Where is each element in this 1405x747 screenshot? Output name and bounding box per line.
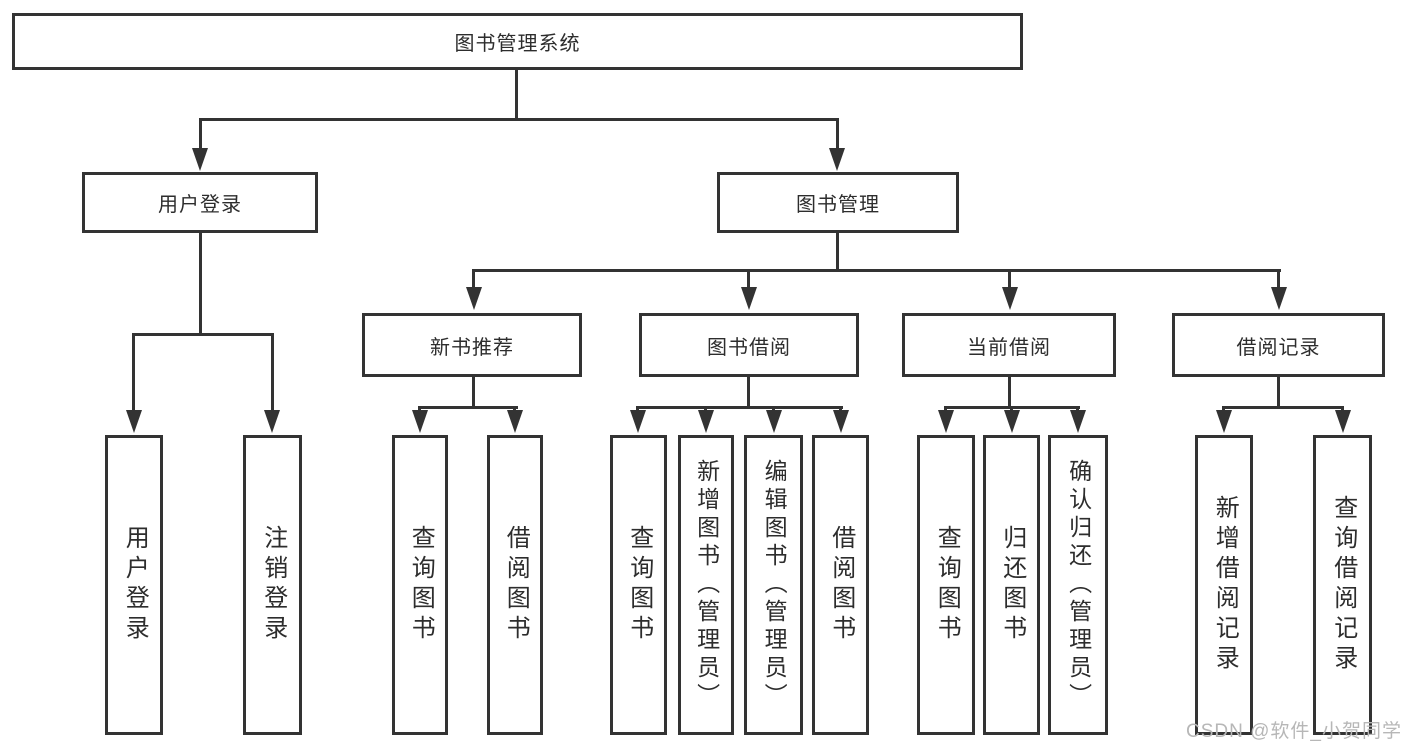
node-current-borrowing-label: 当前借阅 <box>967 336 1051 359</box>
arrow-down-icon <box>507 410 523 433</box>
arrow-down-icon <box>833 410 849 433</box>
node-new-book-recommendation: 新书推荐 <box>362 313 582 377</box>
node-current-borrowing: 当前借阅 <box>902 313 1116 377</box>
node-library-management-system-label: 图书管理系统 <box>454 33 581 55</box>
connector-line <box>133 333 274 336</box>
leaf-borrow-books-borrow: 借阅图书 <box>812 435 869 735</box>
leaf-add-books-admin: 新增图书（管理员） <box>678 435 734 735</box>
node-book-borrowing-label: 图书借阅 <box>707 336 791 359</box>
connector-line <box>271 333 274 412</box>
leaf-query-books-current-label: 查询图书 <box>933 525 961 645</box>
node-borrowing-records: 借阅记录 <box>1172 313 1385 377</box>
arrow-down-icon <box>698 410 714 433</box>
connector-line <box>199 118 202 152</box>
connector-line <box>1008 377 1011 409</box>
leaf-query-books-borrow: 查询图书 <box>610 435 667 735</box>
arrow-down-icon <box>630 410 646 433</box>
node-library-management-system: 图书管理系统 <box>12 13 1023 70</box>
leaf-logout-label: 注销登录 <box>259 525 287 645</box>
connector-line <box>836 118 839 152</box>
leaf-query-borrow-record-label: 查询借阅记录 <box>1329 495 1357 675</box>
arrow-down-icon <box>766 410 782 433</box>
connector-line <box>1277 269 1280 291</box>
connector-line <box>472 377 475 409</box>
arrow-down-icon <box>412 410 428 433</box>
leaf-query-books-current: 查询图书 <box>917 435 975 735</box>
leaf-logout: 注销登录 <box>243 435 302 735</box>
leaf-query-books-recommend-label: 查询图书 <box>407 525 435 645</box>
arrow-down-icon <box>938 410 954 433</box>
leaf-confirm-return-admin: 确认归还（管理员） <box>1048 435 1108 735</box>
node-borrowing-records-label: 借阅记录 <box>1236 336 1321 359</box>
leaf-borrow-books-borrow-label: 借阅图书 <box>827 525 855 645</box>
arrow-down-icon <box>1004 410 1020 433</box>
leaf-user-login: 用户登录 <box>105 435 163 735</box>
connector-line <box>199 118 839 121</box>
arrow-down-icon <box>1216 410 1232 433</box>
csdn-watermark: CSDN @软件_小贺同学 <box>1186 721 1402 742</box>
connector-line <box>473 269 1281 272</box>
arrow-down-icon <box>192 148 208 171</box>
connector-line <box>637 406 843 409</box>
connector-line <box>199 233 202 335</box>
arrow-down-icon <box>829 148 845 171</box>
leaf-edit-books-admin-label: 编辑图书（管理员） <box>761 459 788 711</box>
leaf-return-books-label: 归还图书 <box>998 525 1026 645</box>
leaf-confirm-return-admin-label: 确认归还（管理员） <box>1065 459 1092 711</box>
connector-line <box>419 406 518 409</box>
node-user-login: 用户登录 <box>82 172 318 233</box>
leaf-add-borrow-record: 新增借阅记录 <box>1195 435 1253 735</box>
leaf-user-login-label: 用户登录 <box>121 525 149 645</box>
arrow-down-icon <box>1335 410 1351 433</box>
arrow-down-icon <box>741 287 757 310</box>
arrow-down-icon <box>126 410 142 433</box>
leaf-query-books-borrow-label: 查询图书 <box>625 525 653 645</box>
node-book-management: 图书管理 <box>717 172 959 233</box>
connector-line <box>1008 269 1011 291</box>
leaf-query-books-recommend: 查询图书 <box>392 435 448 735</box>
leaf-borrow-books-recommend: 借阅图书 <box>487 435 543 735</box>
arrow-down-icon <box>466 287 482 310</box>
node-book-management-label: 图书管理 <box>796 194 880 216</box>
arrow-down-icon <box>1070 410 1086 433</box>
connector-line <box>747 269 750 291</box>
leaf-add-borrow-record-label: 新增借阅记录 <box>1211 495 1239 675</box>
leaf-borrow-books-recommend-label: 借阅图书 <box>502 525 530 645</box>
connector-line <box>515 70 518 120</box>
connector-line <box>1223 406 1344 409</box>
arrow-down-icon <box>1002 287 1018 310</box>
connector-line <box>472 269 475 291</box>
connector-line <box>836 233 839 272</box>
node-user-login-label: 用户登录 <box>158 194 242 216</box>
arrow-down-icon <box>264 410 280 433</box>
arrow-down-icon <box>1271 287 1287 310</box>
connector-line <box>132 333 135 412</box>
leaf-edit-books-admin: 编辑图书（管理员） <box>744 435 803 735</box>
leaf-return-books: 归还图书 <box>983 435 1040 735</box>
node-new-book-recommendation-label: 新书推荐 <box>430 336 514 359</box>
connector-line <box>747 377 750 409</box>
leaf-query-borrow-record: 查询借阅记录 <box>1313 435 1372 735</box>
node-book-borrowing: 图书借阅 <box>639 313 859 377</box>
connector-line <box>1277 377 1280 409</box>
leaf-add-books-admin-label: 新增图书（管理员） <box>693 459 720 711</box>
